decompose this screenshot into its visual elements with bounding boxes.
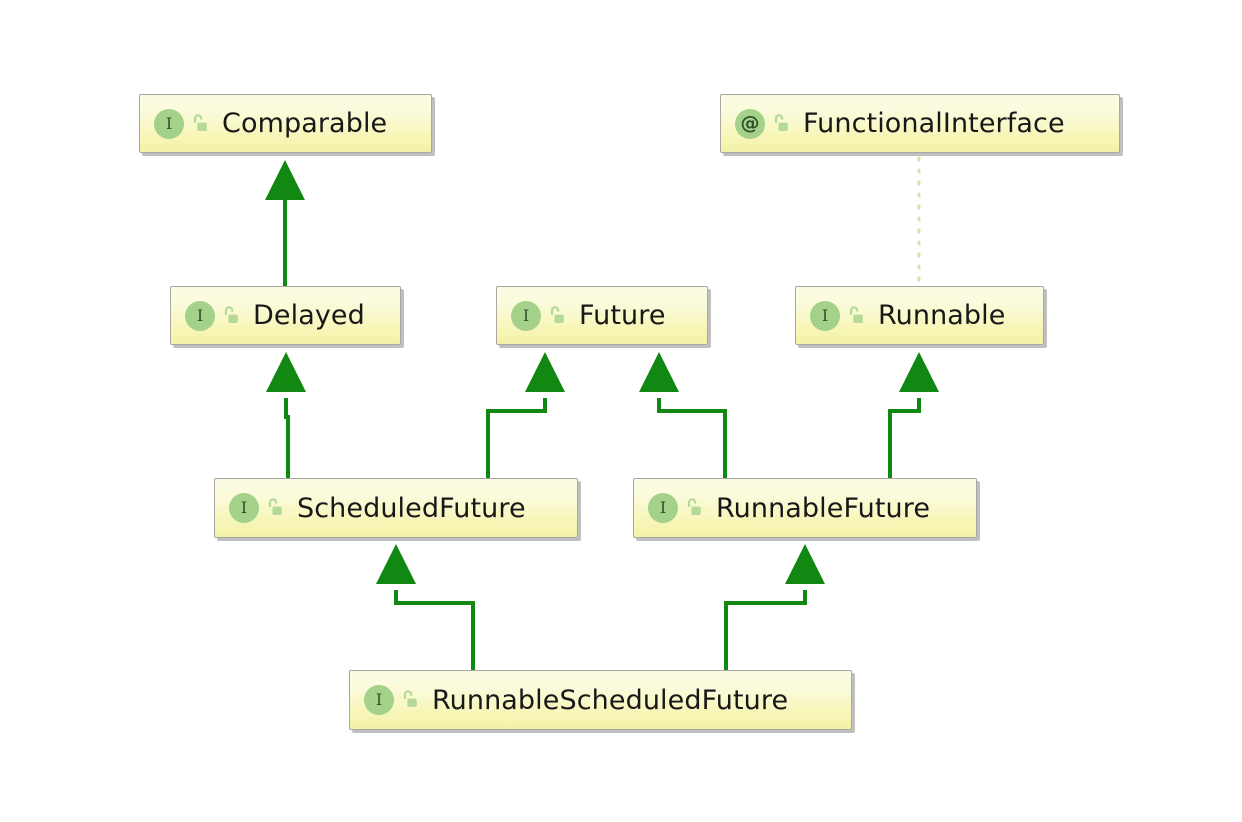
uml-node-functionalinterface[interactable]: @ FunctionalInterface — [720, 94, 1120, 153]
interface-icon: I — [185, 300, 215, 331]
uml-node-delayed[interactable]: I Delayed — [170, 286, 401, 345]
uml-node-comparable[interactable]: I Comparable — [139, 94, 432, 153]
uml-node-scheduledfuture[interactable]: I ScheduledFuture — [214, 478, 578, 538]
interface-icon: I — [511, 300, 541, 331]
uml-node-label: Comparable — [222, 108, 388, 139]
interface-icon: I — [229, 493, 259, 523]
uml-node-label: Future — [579, 300, 666, 331]
uml-node-runnablescheduledfuture[interactable]: I RunnableScheduledFuture — [349, 670, 852, 730]
annotation-icon: @ — [735, 108, 765, 139]
interface-icon: I — [810, 300, 840, 331]
edge-delayed-to-comparable — [265, 160, 305, 286]
uml-node-label: RunnableFuture — [716, 492, 931, 524]
uml-node-label: RunnableScheduledFuture — [432, 684, 789, 716]
interface-icon: I — [364, 685, 394, 715]
open-padlock-icon — [190, 113, 210, 135]
interface-icon: I — [648, 493, 678, 523]
uml-node-future[interactable]: I Future — [496, 286, 708, 345]
uml-node-label: Delayed — [253, 300, 365, 331]
edge-runnablescheduledfuture-to-runnablefuture — [724, 544, 825, 670]
edge-scheduledfuture-to-future — [486, 352, 565, 478]
open-padlock-icon — [684, 497, 704, 519]
open-padlock-icon — [400, 689, 420, 711]
uml-node-label: ScheduledFuture — [297, 492, 526, 524]
uml-node-label: FunctionalInterface — [803, 108, 1065, 139]
edge-runnablescheduledfuture-to-scheduledfuture — [376, 544, 475, 670]
open-padlock-icon — [265, 497, 285, 519]
edge-runnablefuture-to-runnable — [888, 352, 939, 478]
uml-node-runnablefuture[interactable]: I RunnableFuture — [633, 478, 977, 538]
edge-scheduledfuture-to-delayed — [266, 352, 306, 478]
uml-node-runnable[interactable]: I Runnable — [795, 286, 1044, 345]
edge-runnablefuture-to-future — [639, 352, 727, 478]
open-padlock-icon — [771, 113, 791, 135]
interface-icon: I — [154, 108, 184, 139]
uml-node-label: Runnable — [878, 300, 1006, 331]
open-padlock-icon — [846, 305, 866, 327]
open-padlock-icon — [547, 305, 567, 327]
open-padlock-icon — [221, 305, 241, 327]
